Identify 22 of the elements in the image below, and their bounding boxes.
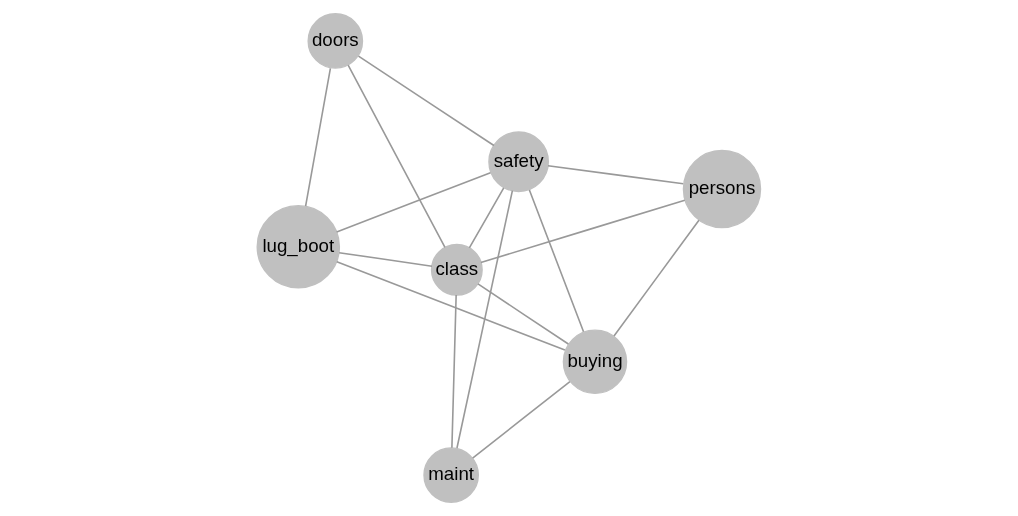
connector <box>547 164 685 185</box>
node-circle: doors <box>307 13 364 69</box>
connector <box>613 219 700 337</box>
connector <box>304 67 332 207</box>
connector <box>347 64 446 249</box>
node-circle: safety <box>488 131 549 193</box>
connector <box>335 171 492 233</box>
connector <box>480 199 686 264</box>
connector <box>477 283 570 345</box>
connector <box>357 55 495 147</box>
connector <box>451 294 457 449</box>
connector <box>471 380 571 459</box>
connector <box>456 189 514 449</box>
node-circle: lug_boot <box>256 205 341 289</box>
connector <box>338 251 433 267</box>
connector <box>468 187 505 249</box>
node-circle: class <box>430 243 483 296</box>
connector <box>336 260 566 351</box>
connector <box>528 189 585 333</box>
node-circle: persons <box>682 149 762 229</box>
node-circle: buying <box>562 329 628 395</box>
node-circle: maint <box>423 447 479 503</box>
